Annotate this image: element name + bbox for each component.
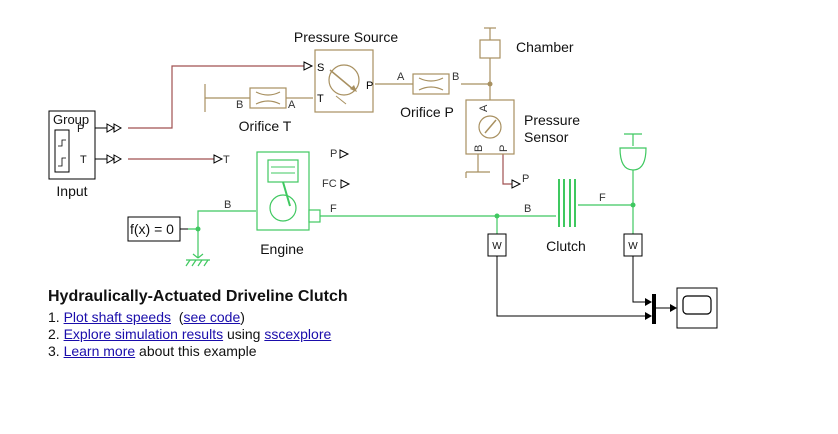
sens-port-a: A [478,104,490,112]
goto-p-sensor[interactable] [511,179,522,189]
explore-results-link[interactable]: Explore simulation results [63,326,224,342]
sens-port-p: P [498,145,510,152]
orifice-t-label: Orifice T [239,118,292,134]
engine-block[interactable] [256,151,321,231]
clutch-block[interactable] [556,179,578,227]
goto-p-arrow[interactable] [339,149,350,159]
ps-s-arrow [303,61,314,71]
list-item: 2. Explore simulation results using ssce… [48,326,468,343]
goto-fc-arrow[interactable] [340,179,351,189]
pressure-sensor-block[interactable] [465,99,515,155]
clutch-port-b: B [524,203,531,215]
speed-sensor-1[interactable] [487,233,507,257]
op-port-b: B [452,71,459,83]
mechanical-lines [188,170,634,258]
list-item: 1. Plot shaft speeds (see code) [48,309,468,326]
pressure-sensor-label-2: Sensor [524,129,569,145]
arrow-in-2 [645,298,652,306]
ps-port-p: P [366,80,373,92]
arrow-in-1 [645,312,652,320]
group-input-block[interactable] [48,110,96,180]
op-port-a: A [397,71,405,83]
orifice-t-block[interactable] [249,87,298,109]
clutch-port-f: F [599,192,606,204]
clutch-label: Clutch [546,238,586,254]
mux-block[interactable] [652,294,656,324]
engine-port-f: F [330,203,337,215]
learn-more-link[interactable]: Learn more [63,343,136,359]
list-item: 3. Learn more about this example [48,343,468,360]
mechanical-ground-icon [185,253,210,267]
example-description: Hydraulically-Actuated Driveline Clutch … [48,288,468,360]
chamber-label: Chamber [516,39,574,55]
ot-port-a: A [288,99,296,111]
item-text: ( [170,309,184,325]
ps-port-s: S [317,62,324,74]
group-port-p: P [77,123,84,135]
pressure-source-label: Pressure Source [294,29,398,45]
item-number: 1. [48,309,60,325]
signal-lines [128,65,512,185]
pressure-sensor-label-1: Pressure [524,112,580,128]
example-title: Hydraulically-Actuated Driveline Clutch [48,288,348,305]
sscexplore-link[interactable]: sscexplore [264,326,332,342]
inertia-icon[interactable] [619,133,647,171]
goto-p2-label: P [522,173,529,185]
mech-junction-3 [630,202,636,208]
goto-t-label: T [223,154,230,166]
ps-port-t: T [317,93,324,105]
item-number: 2. [48,326,60,342]
pressure-source-block[interactable] [314,49,374,113]
see-code-link[interactable]: see code [183,309,241,325]
orifice-p-block[interactable] [412,73,450,95]
engine-label: Engine [260,241,304,257]
item-text: about this example [135,343,257,359]
sens-port-b: B [473,145,485,152]
constant-label: f(x) = 0 [130,221,174,237]
goto-fc-label: FC [322,178,337,190]
goto-p-label: P [330,148,337,160]
reservoir-sensor [465,171,490,178]
mech-junction-2 [494,213,500,219]
orifice-p-label: Orifice P [400,104,454,120]
hydraulic-junction [487,81,493,87]
item-text: ) [240,309,245,325]
ot-port-b: B [236,99,243,111]
chamber-block[interactable] [479,27,501,59]
group-input-top-label: Group [53,112,89,127]
group-input-name: Input [56,183,87,199]
mech-junction-1 [195,226,201,232]
w2-label: W [628,241,638,252]
arrow-in-scope [670,304,677,312]
w1-label: W [492,241,502,252]
scope-signal-lines [496,256,675,317]
goto-t[interactable] [213,154,224,164]
group-out-arrows [106,123,123,164]
item-number: 3. [48,343,60,359]
engine-port-b: B [224,199,231,211]
hydraulic-lines [205,58,491,172]
scope-block[interactable] [676,287,718,329]
group-port-t: T [80,154,87,166]
plot-shaft-speeds-link[interactable]: Plot shaft speeds [63,309,171,325]
item-text: using [223,326,265,342]
speed-sensor-2[interactable] [623,233,643,257]
constant-block[interactable] [127,216,188,242]
